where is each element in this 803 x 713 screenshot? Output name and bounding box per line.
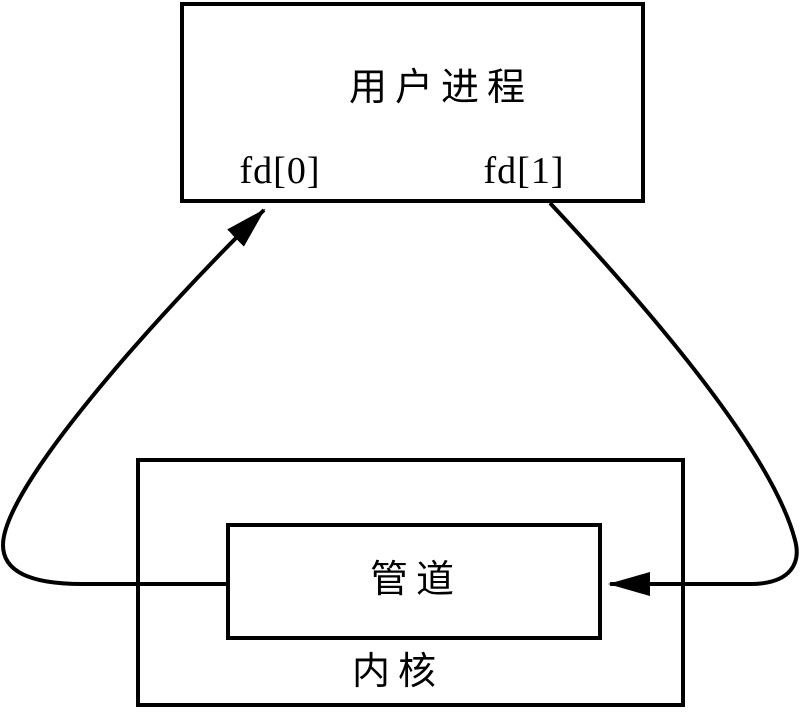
kernel-label: 内核: [352, 651, 444, 693]
write-arrow: [548, 201, 799, 596]
fd0-label: fd[0]: [240, 150, 321, 192]
read-arrow: [0, 208, 266, 586]
pipe-box: [226, 523, 602, 640]
kernel-box: [136, 458, 685, 707]
user-process-label: 用户进程: [349, 67, 533, 109]
pipe-label: 管道: [370, 559, 462, 601]
fd1-label: fd[1]: [484, 150, 565, 192]
user-process-box: [180, 2, 645, 203]
